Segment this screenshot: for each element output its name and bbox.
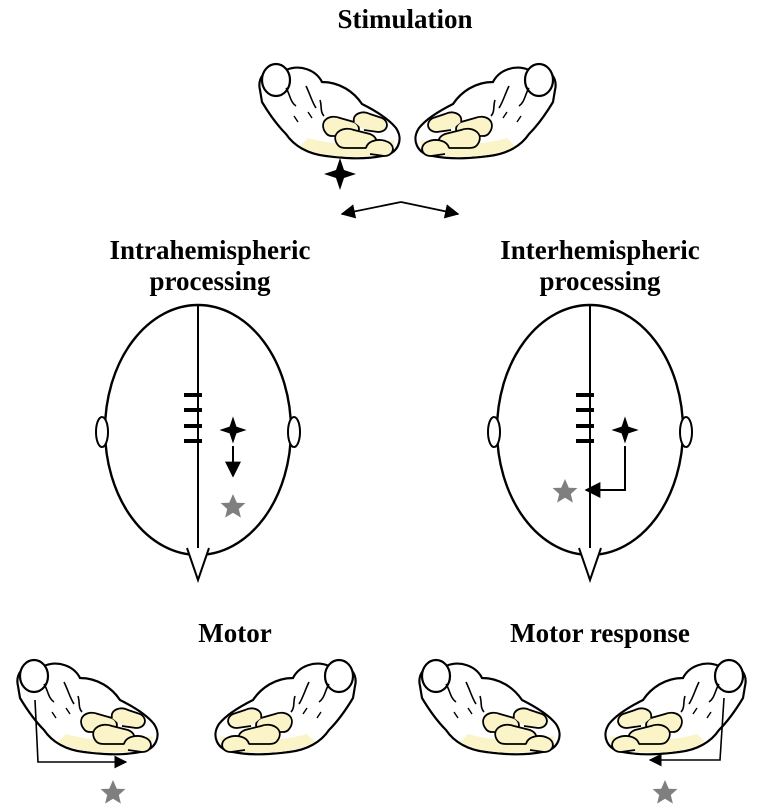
intrahemispheric-label-line2: processing [60, 266, 360, 297]
intrahemispheric-head [96, 305, 300, 580]
interhemispheric-head [488, 305, 692, 580]
motor-right-hand-a [419, 660, 559, 754]
stimulus-icon [324, 158, 356, 190]
branch-arrows [342, 202, 458, 214]
response-star-icon [653, 780, 678, 804]
response-star-icon [101, 780, 126, 804]
motor-left-hand-b [215, 660, 355, 754]
motor-label: Motor [150, 618, 320, 649]
stimulation-left-hand [259, 64, 399, 158]
stimulation-right-hand [415, 64, 555, 158]
motor-right-hand-b [605, 660, 745, 754]
motor-response-label: Motor response [455, 618, 745, 649]
interhemispheric-label-line2: processing [445, 266, 755, 297]
motor-left-hand-a [17, 660, 157, 754]
interhemispheric-label-line1: Interhemispheric [445, 235, 755, 266]
intrahemispheric-label-line1: Intrahemispheric [60, 235, 360, 266]
stimulation-label: Stimulation [300, 4, 510, 35]
